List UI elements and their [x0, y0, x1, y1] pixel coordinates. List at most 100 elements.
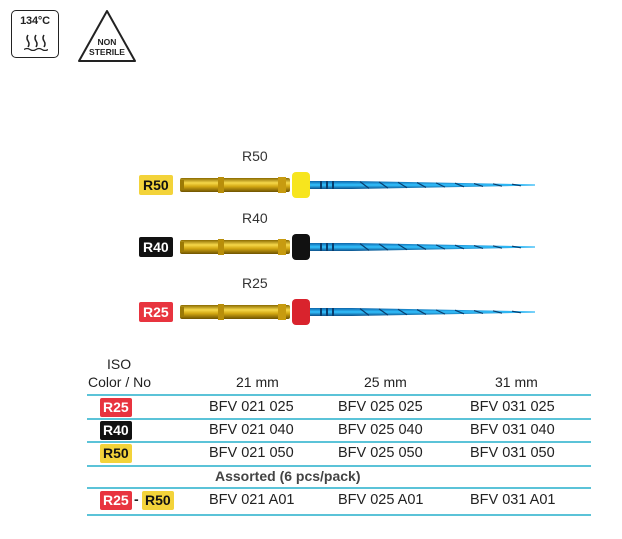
assorted-title: Assorted (6 pcs/pack) [215, 468, 361, 484]
row-label-badge: R25 [100, 398, 132, 417]
file-flute [416, 309, 427, 315]
file-flute [454, 244, 465, 250]
table-cell: BFV 025 050 [338, 445, 423, 461]
file-handle-collar [278, 177, 286, 193]
file-stop-ring [292, 172, 310, 198]
sterilization-symbol: 134°C [11, 10, 59, 58]
file-handle-collar [278, 304, 286, 320]
file-shaft-mark [320, 181, 322, 189]
assorted-label-r25: R25 [100, 491, 132, 510]
file-flute [492, 310, 503, 314]
table-rule [87, 418, 591, 420]
column-header-21mm: 21 mm [236, 374, 279, 390]
file-flute [397, 181, 408, 189]
file-shaft-mark [320, 243, 322, 251]
table-cell: BFV 021 025 [209, 399, 294, 415]
table-cell: BFV 031 050 [470, 445, 555, 461]
file-flute [511, 310, 522, 314]
file-flute [397, 308, 408, 316]
file-caption: R40 [242, 210, 268, 226]
file-working-part [352, 308, 535, 316]
table-row: R40 BFV 021 040 BFV 025 040 BFV 031 040 [100, 420, 580, 442]
file-shaft [310, 243, 352, 251]
file-caption: R25 [242, 275, 268, 291]
file-handle-end [180, 180, 184, 190]
file-flute [416, 244, 427, 250]
file-label-badge: R25 [139, 302, 173, 322]
table-rule [87, 487, 591, 489]
file-handle-groove [218, 177, 224, 193]
table-rule [87, 394, 591, 396]
endo-file-drawing [180, 234, 535, 260]
assorted-label-r50: R50 [142, 491, 174, 510]
file-shaft-mark [332, 181, 334, 189]
file-shaft-mark [326, 243, 328, 251]
file-flute [359, 181, 370, 189]
column-header-31mm: 31 mm [495, 374, 538, 390]
file-handle-groove [218, 239, 224, 255]
file-handle-end [180, 242, 184, 252]
file-handle-collar [278, 239, 286, 255]
file-flute [454, 182, 465, 188]
table-cell: BFV 021 040 [209, 422, 294, 438]
iso-header-line2: Color / No [88, 374, 152, 390]
file-flute [378, 308, 389, 316]
file-flute [473, 182, 484, 188]
assorted-row: R25 - R50 BFV 021 A01 BFV 025 A01 BFV 03… [100, 490, 580, 512]
non-sterile-text-2: STERILE [89, 47, 125, 57]
table-cell: BFV 025 040 [338, 422, 423, 438]
file-flute [435, 182, 446, 188]
file-flute [435, 244, 446, 250]
non-sterile-text-1: NON [98, 37, 117, 47]
file-flute [378, 181, 389, 189]
file-handle-groove [218, 304, 224, 320]
file-shaft-mark [326, 308, 328, 316]
file-working-part [352, 181, 535, 189]
file-flute [511, 245, 522, 249]
non-sterile-icon: NON STERILE [78, 10, 136, 62]
file-stop-ring [292, 299, 310, 325]
endo-file-drawing [180, 172, 535, 198]
assorted-cell-25mm: BFV 025 A01 [338, 492, 424, 508]
file-flute [416, 182, 427, 188]
file-shaft [310, 308, 352, 316]
file-flute [511, 183, 522, 187]
column-header-25mm: 25 mm [364, 374, 407, 390]
file-handle [180, 178, 290, 192]
file-shaft-mark [332, 243, 334, 251]
file-working-part [352, 243, 535, 251]
file-flute [378, 243, 389, 251]
file-shaft [310, 181, 352, 189]
file-shaft-mark [332, 308, 334, 316]
file-caption: R50 [242, 148, 268, 164]
file-shaft-mark [326, 181, 328, 189]
file-flute [454, 309, 465, 315]
file-flute [492, 183, 503, 187]
table-cell: BFV 031 025 [470, 399, 555, 415]
assorted-cell-31mm: BFV 031 A01 [470, 492, 556, 508]
file-flute [359, 243, 370, 251]
table-cell: BFV 025 025 [338, 399, 423, 415]
file-flute [473, 309, 484, 315]
row-label-badge: R40 [100, 421, 132, 440]
table-cell: BFV 031 040 [470, 422, 555, 438]
file-flute [397, 243, 408, 251]
assorted-separator: - [134, 491, 139, 507]
table-rule [87, 514, 591, 516]
file-flute [359, 308, 370, 316]
table-row: R25 BFV 021 025 BFV 025 025 BFV 031 025 [100, 397, 580, 419]
file-label-badge: R40 [139, 237, 173, 257]
steam-waves-icon [24, 34, 48, 51]
file-handle [180, 305, 290, 319]
file-stop-ring [292, 234, 310, 260]
table-cell: BFV 021 050 [209, 445, 294, 461]
sterilization-temp: 134°C [20, 15, 50, 27]
iso-header-line1: ISO [107, 356, 132, 372]
table-rule [87, 465, 591, 467]
file-shaft-mark [320, 308, 322, 316]
file-handle [180, 240, 290, 254]
file-label-badge: R50 [139, 175, 173, 195]
